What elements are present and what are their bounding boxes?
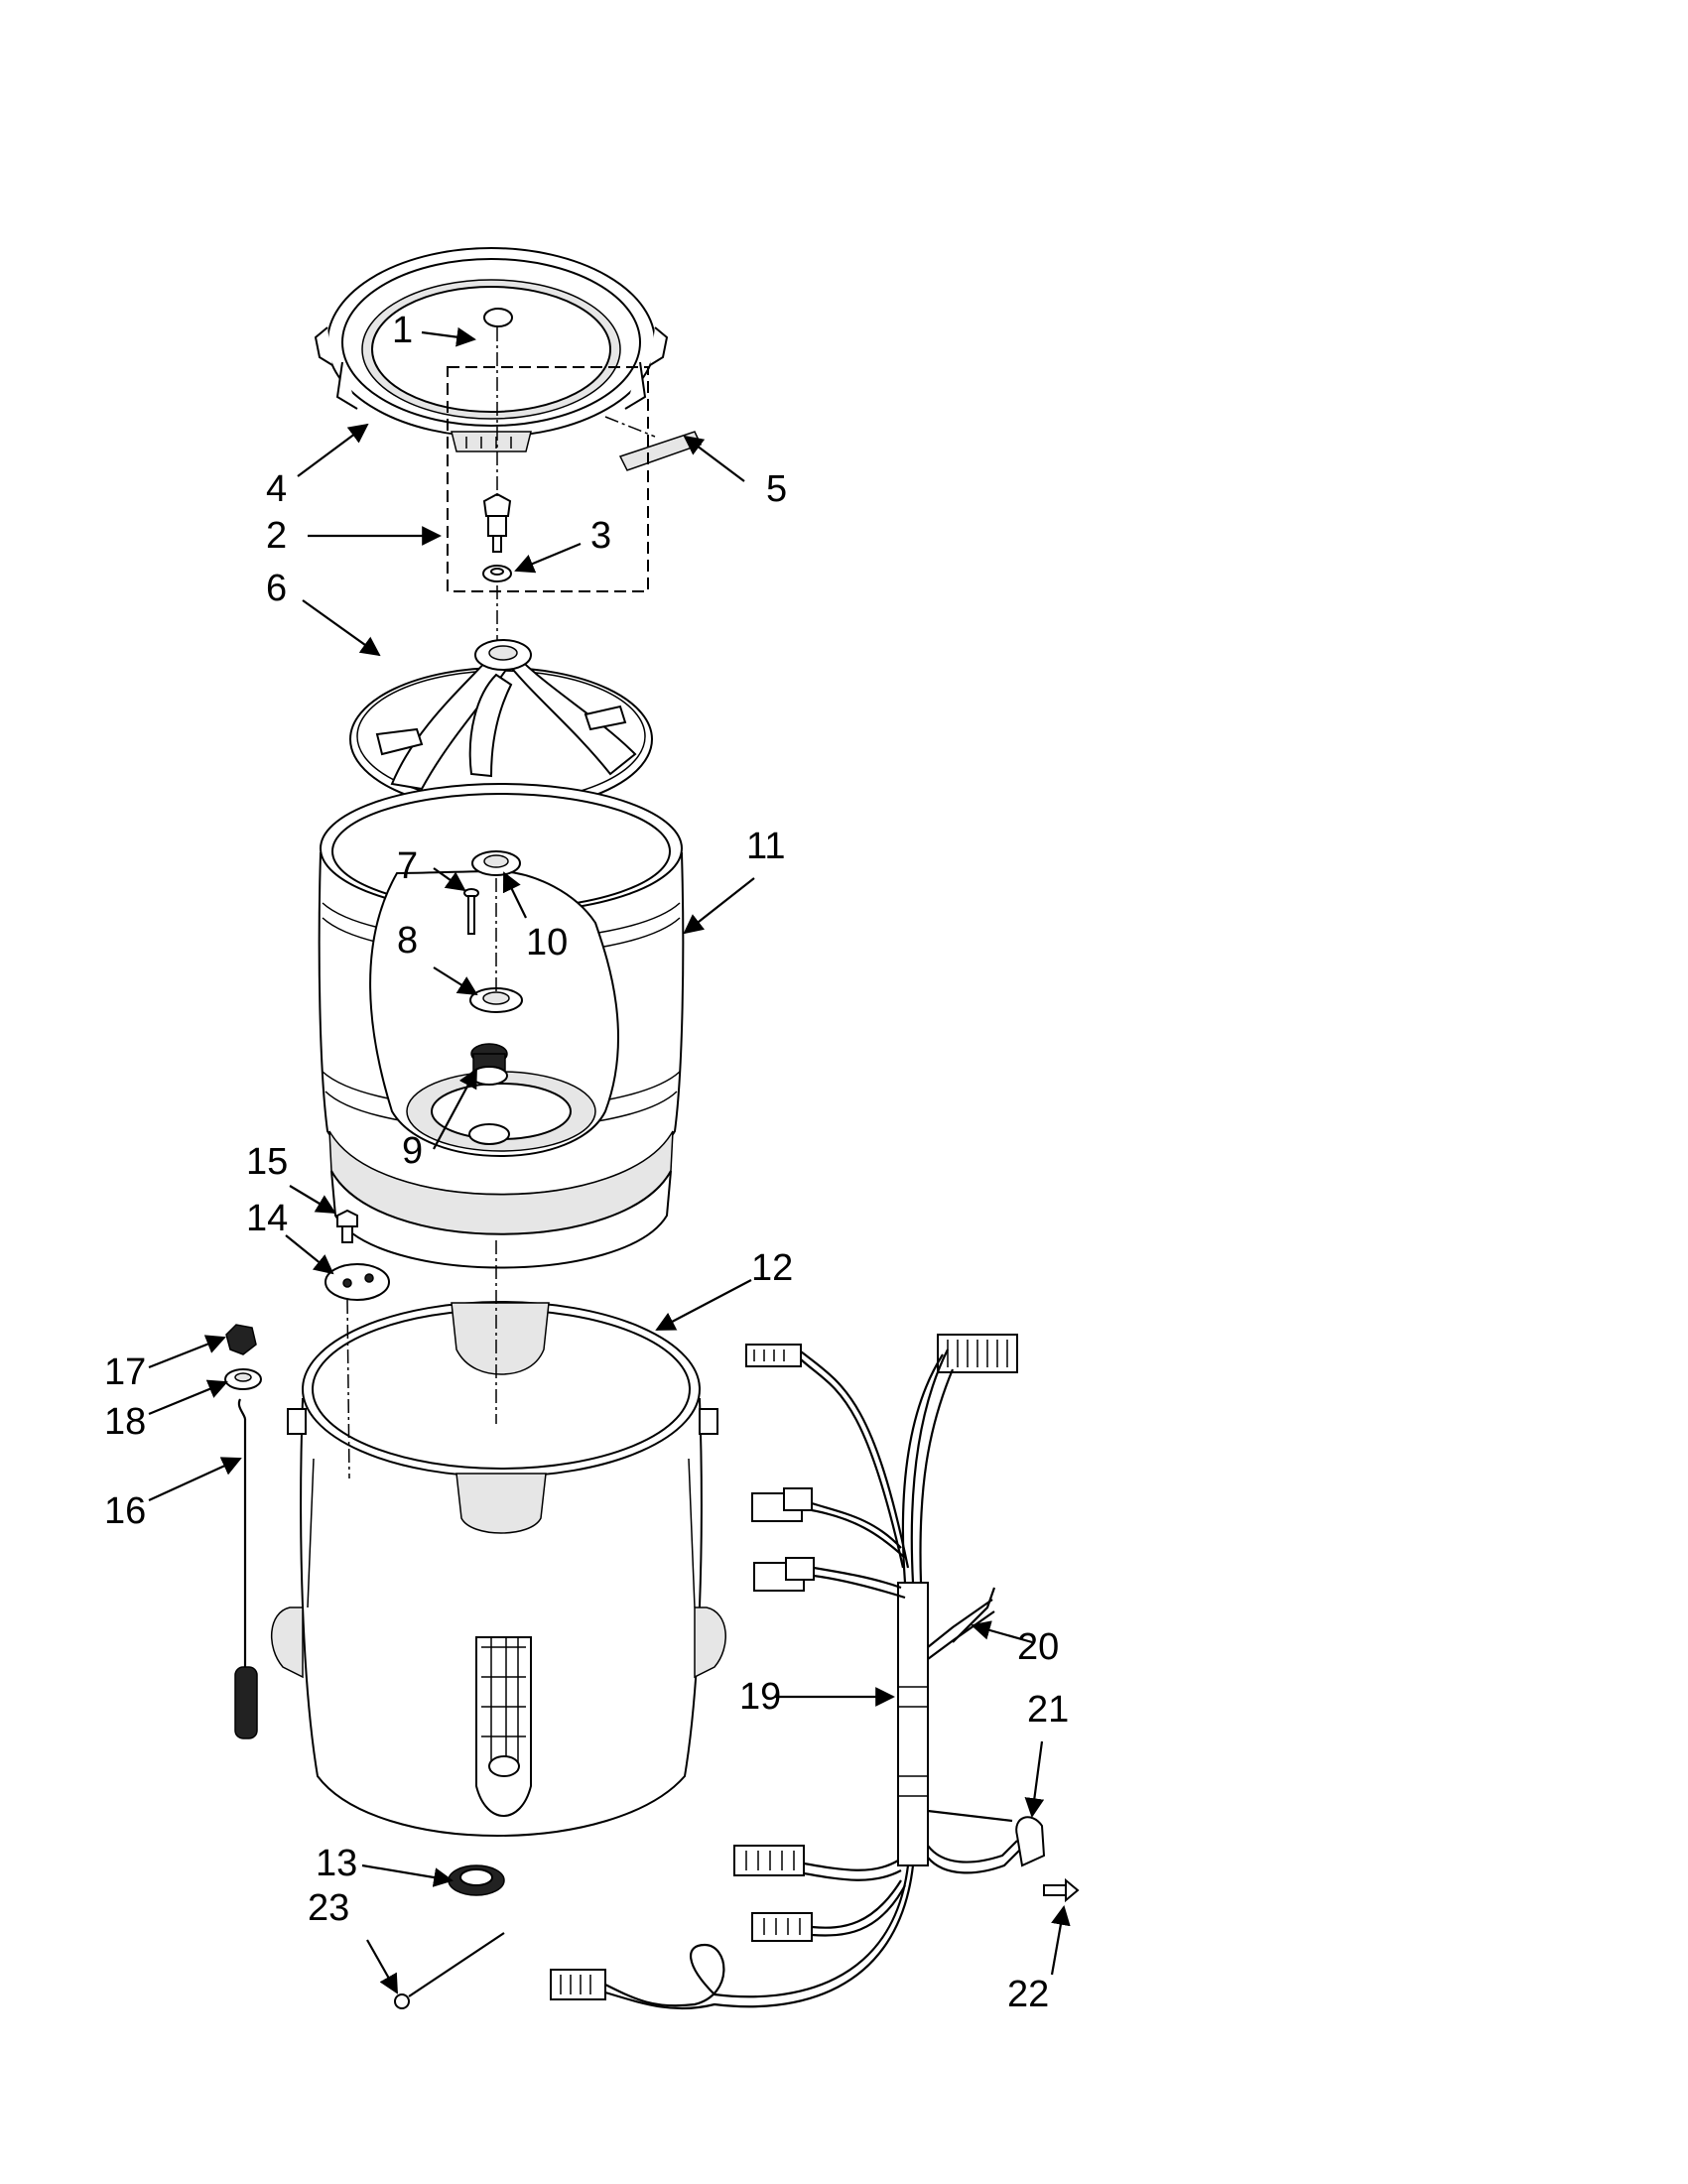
suspension-rod-part	[234, 1398, 258, 1739]
tub-ring-part	[314, 247, 669, 452]
callout-2: 2	[266, 515, 287, 557]
harness-connector-top-left	[745, 1344, 802, 1367]
callout-7: 7	[397, 845, 418, 887]
clip-screw-part	[1043, 1877, 1080, 1903]
callout-17: 17	[104, 1351, 146, 1393]
callout-8: 8	[397, 920, 418, 962]
callout-labels: 1 2 3 4 5 6 7 8 9 10 11 12 13 14 15 16 1…	[104, 310, 1069, 2015]
callout-16: 16	[104, 1490, 146, 1532]
bracket-screw-part	[336, 1209, 358, 1243]
callout-20: 20	[1017, 1626, 1059, 1668]
harness-connector-bottom-3	[550, 1969, 606, 2000]
wire-harness-part	[550, 1334, 1023, 2010]
harness-connector-bottom-2	[751, 1912, 813, 1942]
callout-6: 6	[266, 568, 287, 609]
suspension-bracket-part	[325, 1263, 390, 1301]
strip-part	[618, 431, 703, 471]
basket-cap-part	[471, 850, 521, 876]
tub-seal-part	[448, 1864, 505, 1896]
damper-cup-part	[224, 1368, 262, 1390]
callout-15: 15	[246, 1141, 288, 1183]
callout-10: 10	[526, 922, 568, 964]
washer-part	[482, 565, 512, 582]
agitator-bolt-part	[482, 492, 512, 553]
callout-12: 12	[751, 1247, 793, 1289]
callout-21: 21	[1027, 1689, 1069, 1731]
callout-22: 22	[1007, 1974, 1049, 2015]
hub-part	[470, 1043, 508, 1086]
callout-23: 23	[308, 1887, 349, 1929]
harness-connector-mid-2	[753, 1557, 815, 1592]
bolt-kit-box	[447, 366, 649, 592]
impeller-part	[349, 639, 653, 812]
tub-ring-label-part	[483, 308, 513, 327]
callout-1: 1	[392, 310, 413, 351]
callout-4: 4	[266, 468, 287, 510]
callout-19: 19	[739, 1676, 781, 1718]
harness-connector-top-right	[937, 1334, 1018, 1373]
callout-3: 3	[590, 515, 611, 557]
cable-tie-part	[394, 1932, 505, 2009]
callout-13: 13	[316, 1843, 357, 1884]
harness-clip-part	[927, 1809, 1046, 1867]
drive-nut-part	[469, 987, 523, 1013]
damper-cap-part	[225, 1324, 257, 1355]
harness-connector-bottom-1	[733, 1845, 805, 1876]
callout-9: 9	[402, 1130, 423, 1172]
callout-11: 11	[746, 826, 785, 867]
hose-part	[952, 1587, 996, 1643]
outer-tub-part	[271, 1301, 726, 1837]
callout-5: 5	[766, 468, 787, 510]
callout-14: 14	[246, 1198, 288, 1239]
screw-part	[463, 888, 479, 935]
leader-lines	[148, 326, 1071, 1994]
callout-18: 18	[104, 1401, 146, 1443]
harness-connector-mid-1	[751, 1487, 813, 1522]
